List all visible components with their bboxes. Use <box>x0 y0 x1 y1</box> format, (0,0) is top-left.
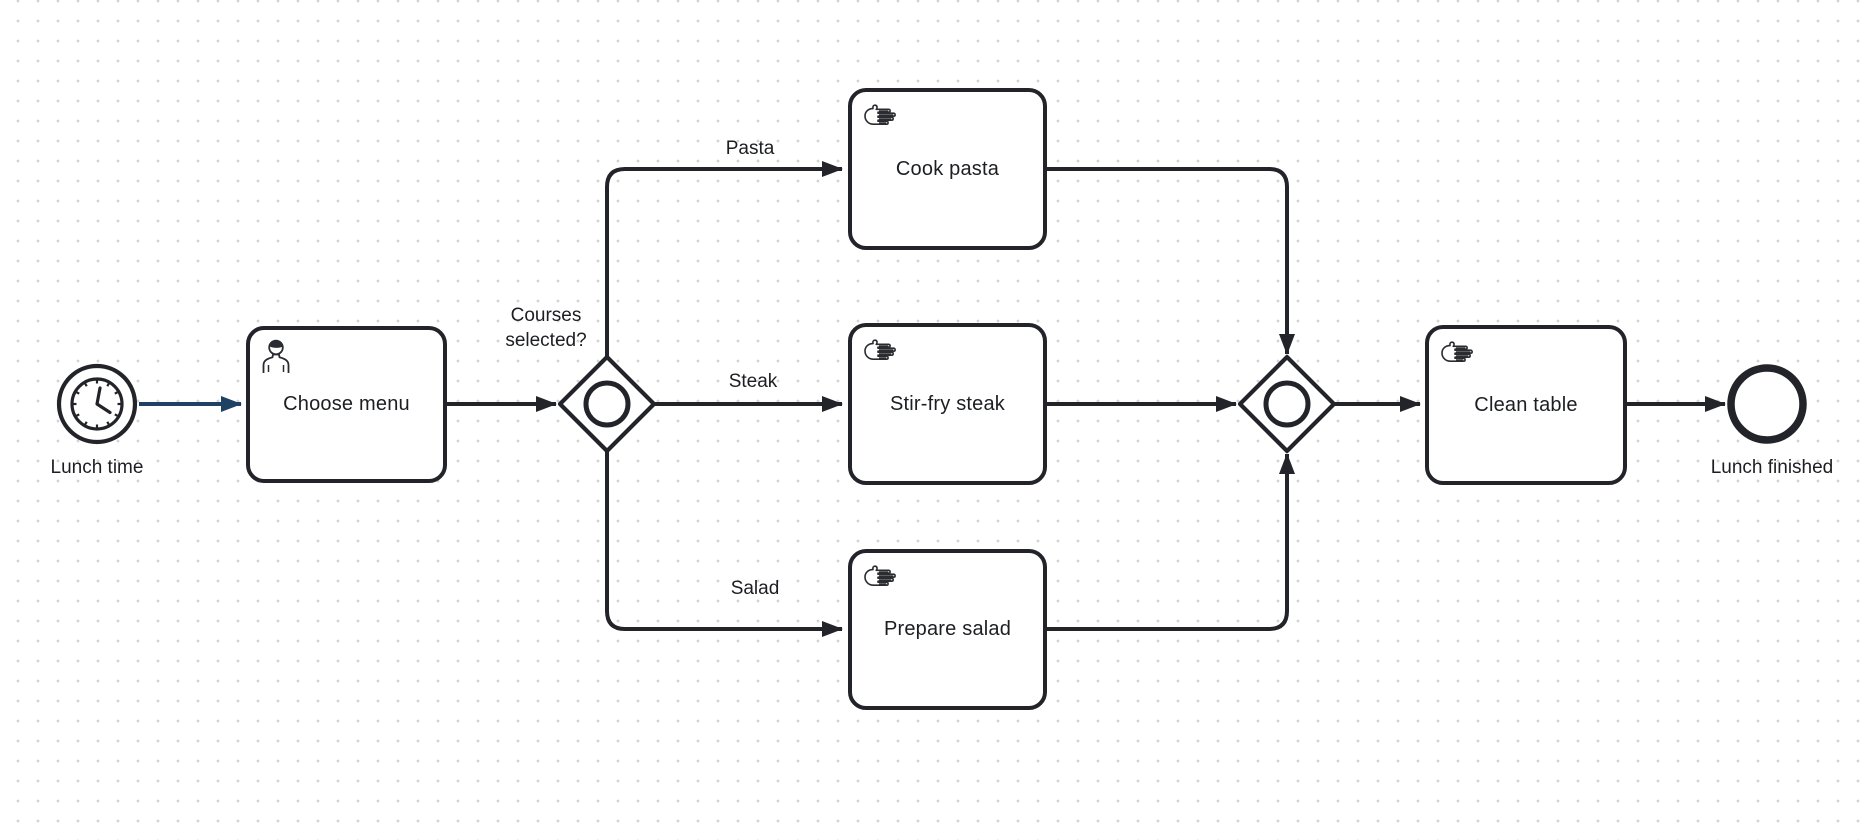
start-event-timer[interactable] <box>56 363 138 445</box>
task-cook-pasta[interactable]: Cook pasta <box>848 88 1047 250</box>
inclusive-gateway-split[interactable] <box>557 354 657 454</box>
task-label: Cook pasta <box>895 157 1000 180</box>
label-lunch-time[interactable]: Lunch time <box>50 457 144 478</box>
inclusive-gateway-circle-icon <box>583 380 631 428</box>
label-lunch-finished[interactable]: Lunch finished <box>1710 457 1834 478</box>
flow-label-salad[interactable]: Salad <box>730 578 780 599</box>
hand-icon <box>1441 341 1473 363</box>
task-label: Stir-fry steak <box>889 392 1006 415</box>
hand-icon <box>864 104 896 125</box>
flow-cook-pasta-to-gateway-join[interactable] <box>1047 167 1295 355</box>
task-label: Choose menu <box>283 393 410 415</box>
user-icon <box>262 339 290 374</box>
flow-gateway-split-to-cook-pasta[interactable] <box>605 161 843 356</box>
flow-label-steak[interactable]: Steak <box>728 371 778 392</box>
inclusive-gateway-circle-icon <box>1263 380 1311 428</box>
task-prepare-salad[interactable]: Prepare salad <box>848 549 1047 710</box>
label-courses-selected[interactable]: Courses selected? <box>505 305 587 352</box>
end-event[interactable] <box>1727 364 1807 444</box>
task-label: Prepare salad <box>883 618 1012 640</box>
hand-icon <box>864 339 896 361</box>
flow-prepare-salad-to-gateway-join[interactable] <box>1047 453 1295 631</box>
timer-clock-icon <box>70 377 124 431</box>
flow-gateway-split-to-prepare-salad[interactable] <box>605 452 843 637</box>
task-label: Clean table <box>1474 393 1578 416</box>
inclusive-gateway-join[interactable] <box>1237 354 1337 454</box>
task-choose-menu[interactable]: Choose menu <box>246 326 447 483</box>
flow-label-pasta[interactable]: Pasta <box>725 138 775 159</box>
hand-icon <box>864 565 896 587</box>
task-stir-fry-steak[interactable]: Stir-fry steak <box>848 323 1047 485</box>
task-clean-table[interactable]: Clean table <box>1425 325 1627 485</box>
